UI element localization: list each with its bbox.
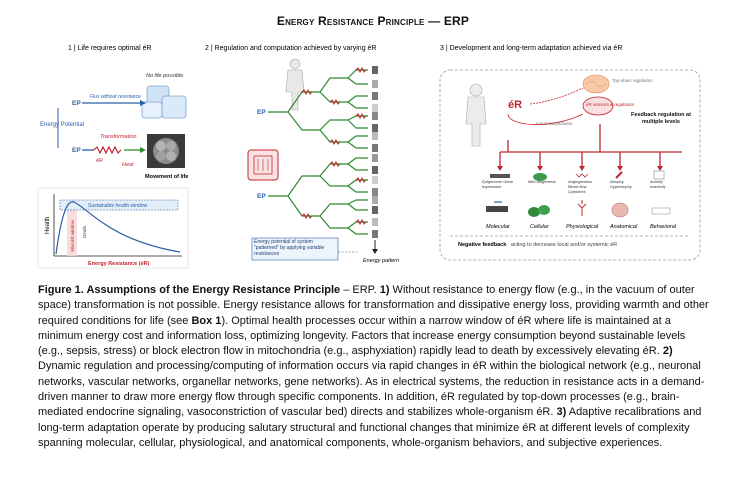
window-label: Sustainable health window: [88, 203, 148, 209]
transformation-label: Transformation: [100, 134, 137, 140]
flux-label: Flux without resistance: [90, 94, 141, 100]
top-down-label: Top-down regulation: [612, 78, 653, 83]
level-icons-top: [490, 170, 665, 181]
negative-feedback-rest: acting to decrease local and/or systemic…: [511, 242, 617, 248]
pattern-label: Energy pattern: [363, 258, 399, 264]
level-cellular: Cellular: [530, 224, 550, 230]
caption-n3: 3): [556, 406, 567, 419]
sub-label-2: Angiogenesis Blood flow Cytokines: [568, 180, 593, 194]
level-icons-bottom: [486, 200, 671, 218]
figure-illustration: 1 | Life requires optimal éR No life pos…: [37, 45, 701, 269]
negative-feedback-label: Negative feedback: [458, 242, 507, 248]
health-chart: Sustainable health window Vital éR windo…: [37, 187, 189, 269]
chart-x-label: Energy Resistance (éR): [88, 261, 150, 267]
figure-caption: Figure 1. Assumptions of the Energy Resi…: [38, 283, 710, 451]
ep-label-top: EP: [72, 100, 81, 107]
death-label: Death: [82, 225, 87, 238]
energy-pattern-column: [372, 66, 378, 238]
feedback-tree: [499, 124, 682, 166]
sensor-cell-icon: [582, 96, 614, 116]
chart-y-label: Health: [45, 217, 51, 234]
ep-label-bottom: EP: [72, 147, 81, 154]
panel2-legend: Energy potential of system "patterned" b…: [251, 237, 358, 261]
figure-title: Energy Resistance Principle — ERP: [276, 14, 470, 28]
er-big-label: éR: [508, 99, 522, 111]
heat-label: Heat: [122, 162, 134, 168]
sub-label-1: Mito biogenesis: [528, 180, 556, 184]
panel-1: 1 | Life requires optimal éR No life pos…: [37, 45, 189, 269]
brain-icon: [582, 74, 610, 94]
level-anatomical: Anatomical: [609, 224, 638, 230]
level-physiological: Physiological: [566, 224, 599, 230]
network-top-resistors: [301, 66, 367, 146]
energy-potential-label: Energy Potential: [40, 122, 84, 128]
negative-feedback-line: Negative feedback acting to decrease loc…: [458, 242, 617, 248]
sub-label-4: Activity Inactivity: [650, 180, 666, 189]
resistor-zigzag: [93, 145, 122, 155]
level-sublabels: Epigenome Gene expression Mito biogenesi…: [482, 180, 666, 194]
caption-label: Figure 1. Assumptions of the Energy Resi…: [38, 284, 341, 296]
vital-label: Vital éR window: [70, 219, 75, 252]
human-figure: [285, 58, 305, 111]
caption-box-ref: Box 1: [191, 314, 222, 327]
caption-text-1: – ERP.: [340, 284, 380, 296]
level-behavioral: Behavioral: [650, 224, 677, 230]
panel-2: 2 | Regulation and computation achieved …: [205, 45, 399, 264]
movement-label: Movement of life: [145, 174, 188, 180]
panel3-heading: 3 | Development and long-term adaptation…: [440, 45, 622, 52]
sub-label-0: Epigenome Gene expression: [482, 180, 514, 189]
feedback-label: Feedback regulation at multiple levels: [631, 112, 691, 125]
caption-n1: 1): [379, 284, 390, 296]
network-bottom: [268, 157, 368, 235]
er-label-p1: éR: [96, 158, 103, 164]
no-life-label: No life possible: [146, 73, 183, 79]
caption-text-3: ). Optimal health processes occur within…: [38, 314, 686, 358]
network-bottom-resistors: [301, 160, 367, 226]
caption-n2: 2): [662, 345, 673, 358]
sensors-label: éR sensors & regulators: [586, 102, 635, 107]
panel1-heading: 1 | Life requires optimal éR: [68, 45, 152, 52]
caption-text-2: Without resistance to energy flow (e.g.,…: [38, 284, 709, 327]
caption-text-5: Adaptive recalibrations and long-term ad…: [38, 406, 702, 449]
embryo-illustration: [147, 134, 185, 168]
person-figure: [465, 83, 487, 147]
ice-cubes-illustration: [141, 85, 187, 119]
caption-text-4: Dynamic regulation and processing/comput…: [38, 360, 705, 419]
network-top: [268, 69, 368, 149]
panel-3: 3 | Development and long-term adaptation…: [439, 45, 701, 261]
level-molecular: Molecular: [486, 224, 511, 230]
ep-top-label: EP: [257, 109, 266, 116]
sub-label-3: Atrophy Hypertrophy: [610, 180, 632, 189]
chip-icon: [247, 149, 279, 181]
tree-arrowheads: [497, 166, 663, 171]
health-curve: [55, 201, 181, 255]
ep-bottom-label: EP: [257, 193, 266, 200]
panel2-heading: 2 | Regulation and computation achieved …: [205, 45, 376, 52]
legend-text: Energy potential of system "patterned" b…: [254, 239, 325, 257]
